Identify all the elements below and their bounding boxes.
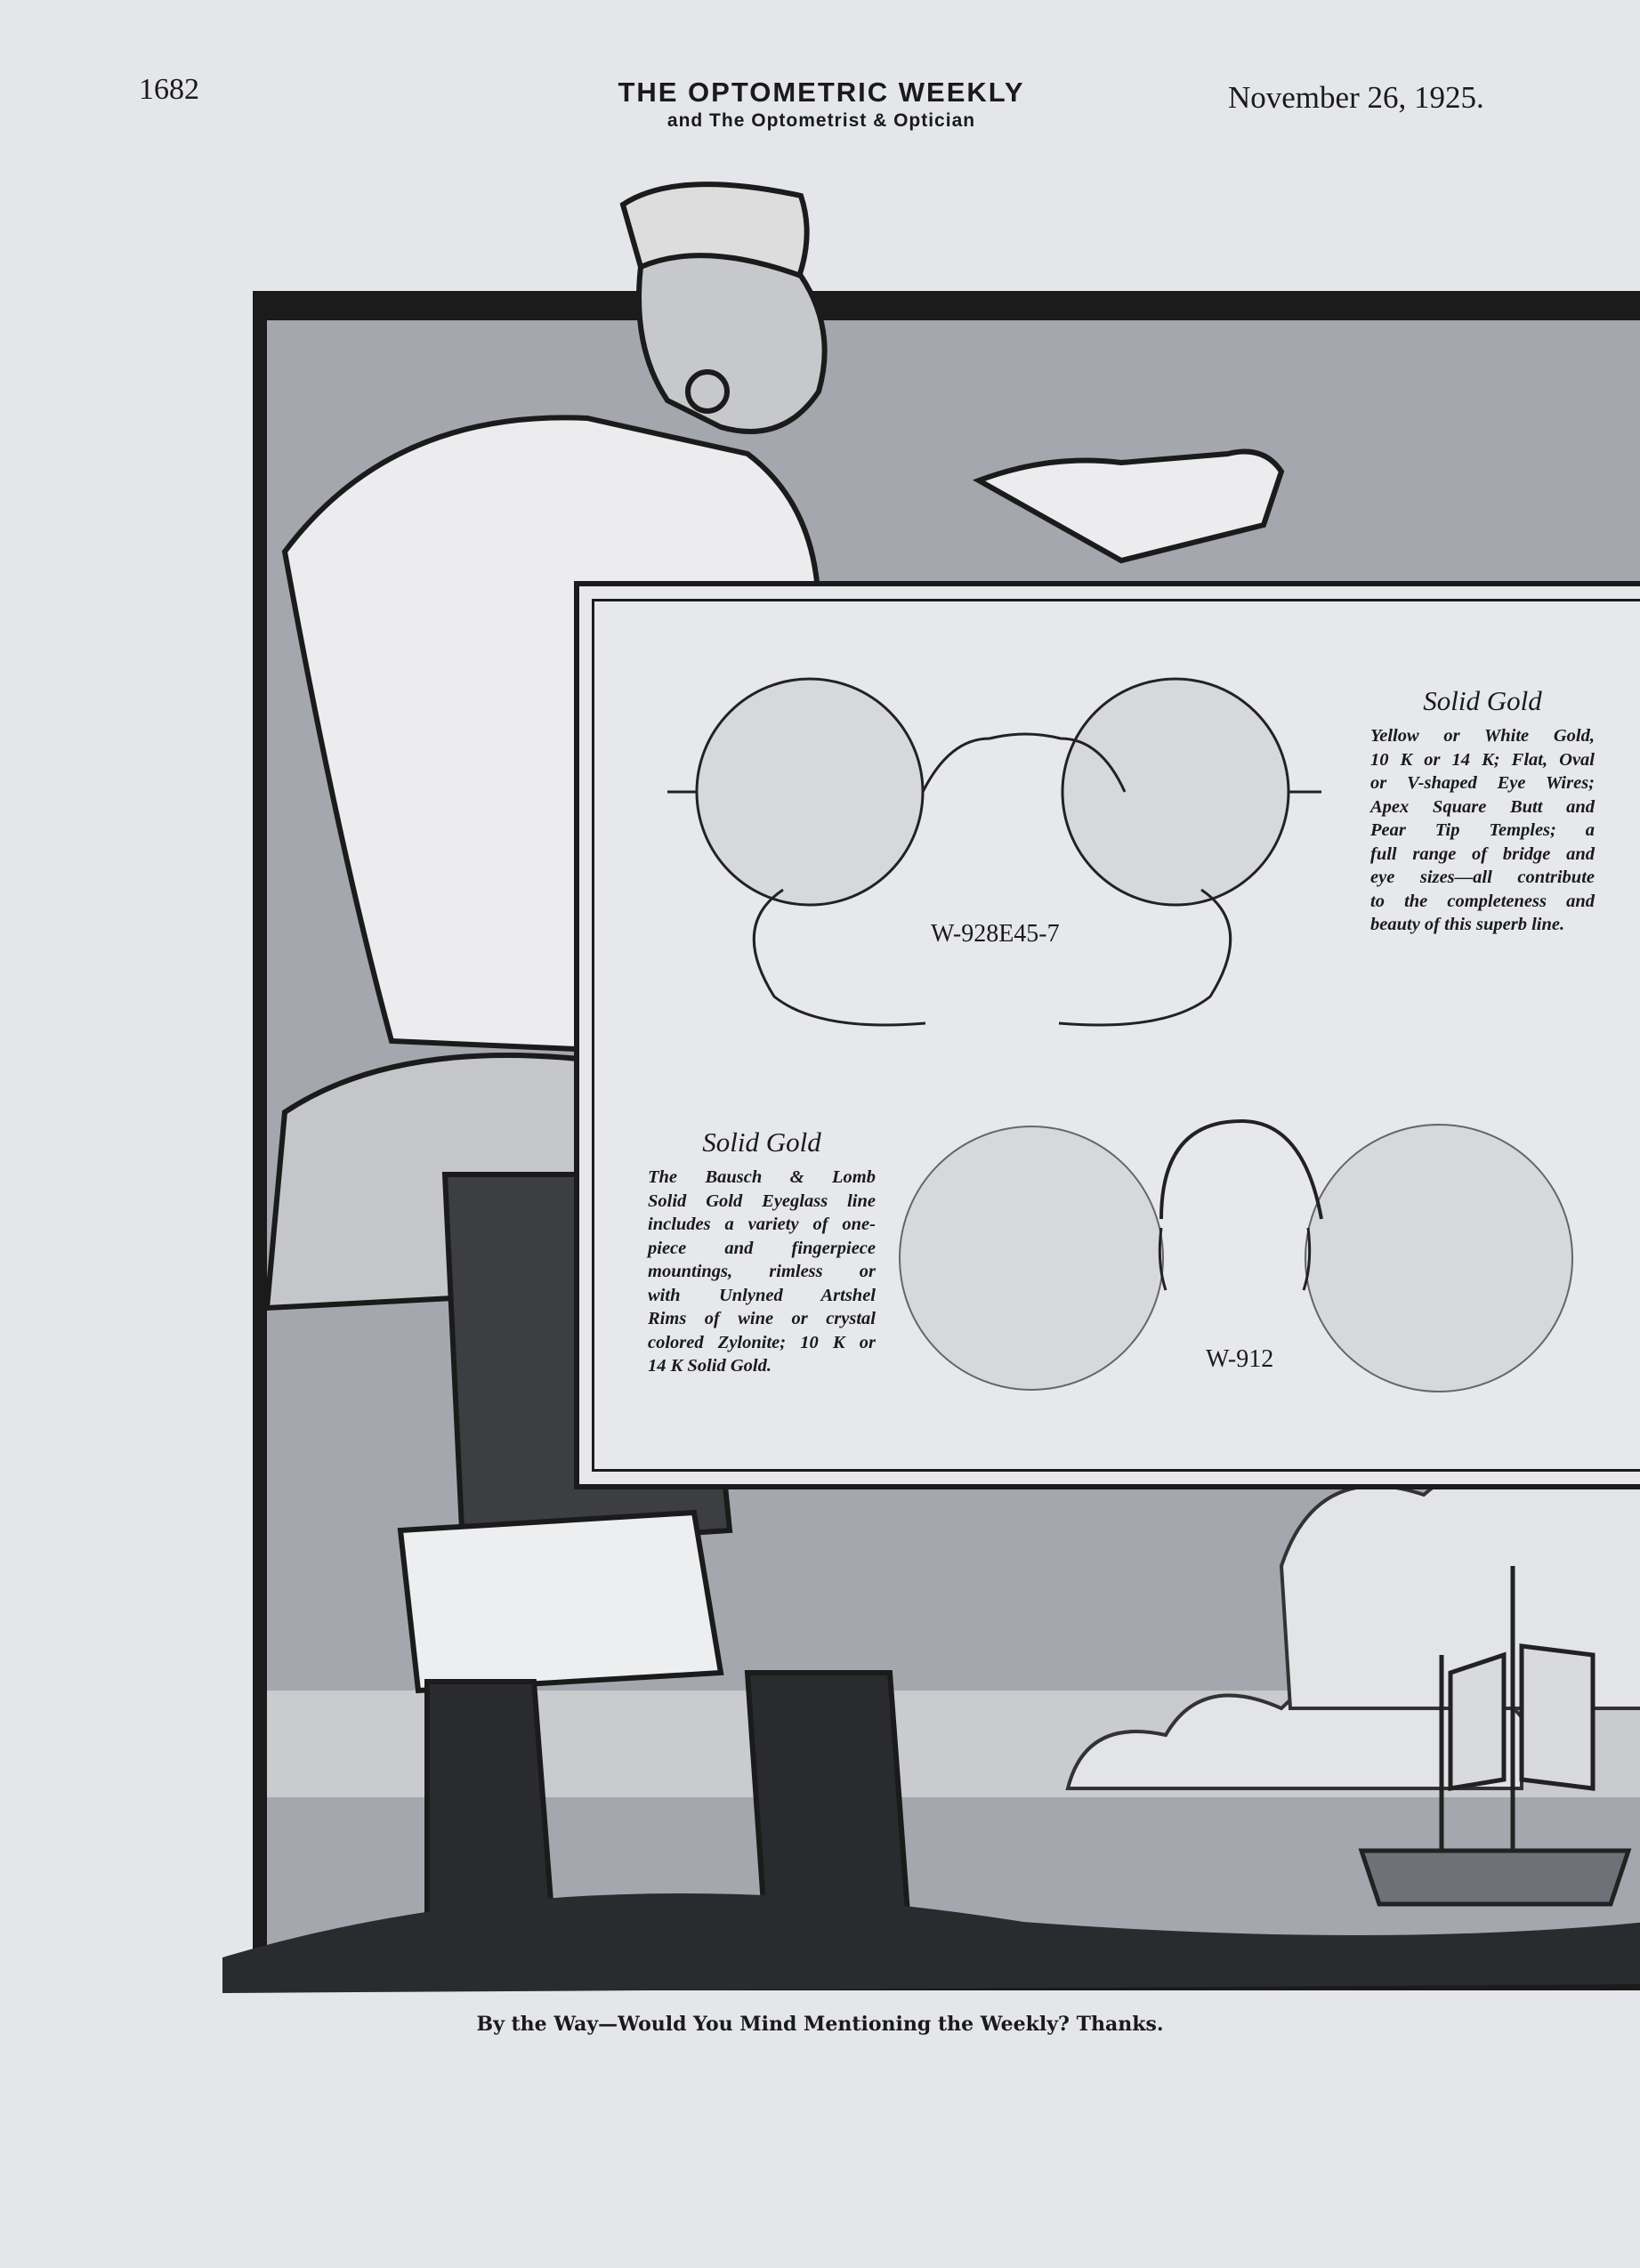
text-line: with Unlyned Artshel	[648, 1285, 876, 1305]
text-line: eye sizes—all contribute	[1370, 868, 1595, 887]
page-number: 1682	[139, 73, 199, 106]
text-line: includes a variety of one-	[648, 1215, 876, 1234]
text-line: full range of bridge and	[1370, 843, 1595, 864]
ground	[222, 1893, 1640, 1993]
publication-subtitle: and The Optometrist & Optician	[667, 110, 976, 131]
text-line: Solid Gold Eyeglass line	[648, 1190, 876, 1211]
model-number: W-912	[1206, 1345, 1274, 1373]
ship-icon	[1358, 1566, 1632, 1907]
text-line: colored Zylonite; 10 K or	[648, 1332, 876, 1352]
text-line: 10 K or 14 K; Flat, Oval	[1370, 749, 1595, 770]
kilt	[397, 1509, 724, 1694]
model-number: W-928E45-7	[931, 920, 1060, 948]
product-description-right: Solid Gold Yellow or White Gold, 10 K or…	[1370, 685, 1595, 937]
footer-note: By the Way—Would You Mind Mentioning the…	[476, 2013, 1164, 2036]
product-description-left: Solid Gold The Bausch & Lomb Solid Gold …	[648, 1126, 876, 1378]
text-line: The Bausch & Lomb	[648, 1167, 876, 1187]
issue-date: November 26, 1925.	[1228, 80, 1484, 115]
hand-with-spyglass	[972, 448, 1285, 564]
publication-title: THE OPTOMETRIC WEEKLY	[618, 77, 1025, 108]
text-line: to the completeness and	[1370, 891, 1595, 911]
text-line: or V-shaped Eye Wires;	[1370, 773, 1595, 793]
earring	[685, 369, 730, 414]
text-line: Yellow or White Gold,	[1370, 726, 1595, 746]
section-heading: Solid Gold	[1423, 685, 1542, 716]
text-line: mountings, rimless or	[648, 1262, 876, 1281]
masthead: THE OPTOMETRIC WEEKLY and The Optometris…	[498, 77, 1144, 132]
text-line: Rims of wine or crystal	[648, 1309, 876, 1328]
face	[636, 253, 828, 434]
text-line: Pear Tip Temples; a	[1370, 820, 1595, 840]
round-spectacles-icon	[667, 677, 1321, 1027]
section-heading: Solid Gold	[702, 1126, 821, 1158]
text-line: Apex Square Butt and	[1370, 796, 1595, 817]
text-line: beauty of this superb line.	[1370, 915, 1565, 934]
text-line: 14 K Solid Gold.	[648, 1356, 772, 1376]
rimless-pince-nez-icon	[899, 1118, 1573, 1392]
text-line: piece and fingerpiece	[648, 1238, 876, 1258]
